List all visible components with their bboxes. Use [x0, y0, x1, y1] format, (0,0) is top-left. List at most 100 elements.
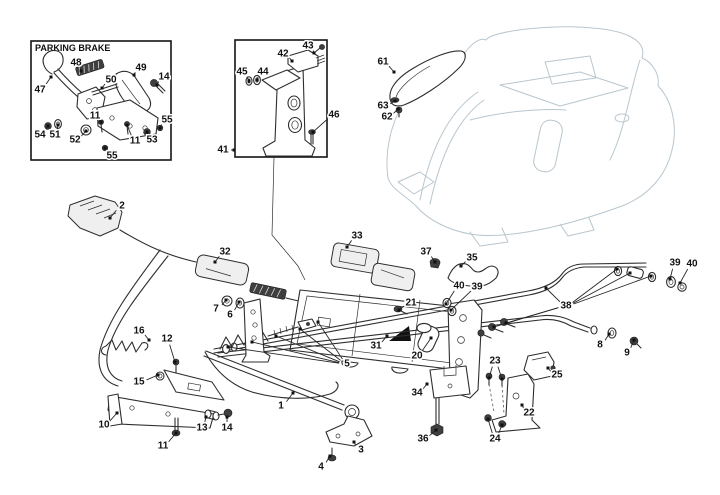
svg-text:55: 55	[106, 151, 118, 162]
part-label-20: 20	[410, 336, 433, 363]
svg-text:24: 24	[489, 434, 501, 445]
part-label-44: 44	[255, 65, 270, 82]
part-label-8: 8	[596, 332, 611, 352]
svg-text:37: 37	[420, 247, 432, 258]
part-label-21: 21	[397, 296, 418, 312]
svg-text:21: 21	[405, 298, 417, 309]
part-label-14: 14	[155, 70, 171, 87]
rear-body-shell	[386, 26, 675, 247]
part-label-39: 39	[449, 280, 484, 312]
svg-text:2: 2	[119, 201, 125, 212]
part-label-9: 9	[623, 338, 636, 360]
part-label-63: 63	[376, 99, 397, 113]
svg-text:11: 11	[130, 136, 141, 147]
part-bracket-3	[325, 415, 373, 447]
svg-text:55: 55	[161, 115, 173, 126]
part-pedal-2	[67, 195, 197, 387]
part-label-51: 51	[48, 123, 62, 142]
svg-text:32: 32	[219, 247, 231, 258]
part-label-54: 54	[33, 124, 50, 142]
part-plate-15	[155, 369, 225, 401]
part-label-53: 53	[145, 130, 159, 147]
svg-text:11: 11	[90, 111, 101, 122]
part-label-11: 11	[125, 123, 142, 148]
svg-text:9: 9	[624, 348, 630, 359]
part-label-46: 46	[311, 108, 341, 134]
svg-text:63: 63	[377, 101, 389, 112]
part-label-47: 47	[33, 75, 53, 97]
svg-text:12: 12	[161, 334, 173, 345]
svg-text:48: 48	[70, 58, 82, 69]
part-label-52: 52	[68, 129, 88, 147]
part-label-25: 25	[546, 366, 564, 382]
part-label-37: 37	[419, 245, 437, 264]
svg-text:25: 25	[551, 370, 563, 381]
svg-text:46: 46	[328, 110, 340, 121]
svg-text:61: 61	[377, 57, 389, 68]
svg-text:51: 51	[49, 130, 61, 141]
part-label-24: 24	[486, 417, 504, 446]
svg-text:33: 33	[351, 231, 363, 242]
part-label-61: 61	[376, 55, 396, 74]
parking-brake-title: PARKING BRAKE	[35, 43, 110, 53]
part-label-3: 3	[352, 440, 366, 457]
svg-text:41: 41	[217, 145, 229, 156]
part-label-36: 36	[416, 428, 438, 446]
part-label-33: 33	[345, 229, 364, 249]
svg-text:14: 14	[221, 423, 233, 434]
svg-text:44: 44	[257, 67, 269, 78]
part-bracket-22	[488, 373, 541, 433]
svg-text:43: 43	[302, 41, 314, 52]
svg-text:14: 14	[158, 72, 170, 83]
part-spacer-13-bolt-14	[204, 408, 233, 421]
svg-text:39: 39	[471, 282, 483, 293]
part-bracket-10	[107, 393, 215, 429]
part-spring-16	[100, 339, 149, 356]
svg-text:15: 15	[133, 377, 145, 388]
svg-text:50: 50	[105, 75, 117, 86]
svg-text:38: 38	[560, 301, 572, 312]
svg-text:35: 35	[466, 253, 478, 264]
part-label-38: 38	[492, 267, 653, 329]
svg-text:53: 53	[146, 135, 158, 146]
part-label-32: 32	[213, 245, 232, 264]
svg-text:5: 5	[344, 359, 350, 370]
part-label-2: 2	[108, 199, 127, 220]
part-label-35: 35	[459, 251, 479, 268]
part-block-34	[429, 365, 471, 399]
svg-text:22: 22	[523, 408, 535, 419]
part-label-49: 49	[132, 61, 148, 77]
svg-text:40: 40	[453, 281, 465, 292]
svg-text:6: 6	[227, 310, 233, 321]
part-label-55: 55	[158, 113, 174, 130]
part-spring-group-5	[219, 318, 317, 354]
part-pads-33	[330, 242, 416, 292]
svg-text:47: 47	[34, 85, 46, 96]
part-label-62: 62	[380, 107, 400, 124]
part-clip-35	[447, 263, 499, 288]
part-label-11: 11	[88, 109, 103, 124]
svg-text:11: 11	[158, 441, 169, 452]
inset-parking-brake: PARKING BRAKE	[30, 40, 172, 161]
part-label-55: 55	[103, 146, 119, 163]
svg-text:8: 8	[597, 340, 603, 351]
part-washers-6-7	[221, 295, 245, 309]
part-label-39: 39	[668, 256, 682, 281]
part-label-6: 6	[226, 300, 241, 322]
svg-text:40: 40	[686, 259, 698, 270]
svg-text:45: 45	[236, 67, 248, 78]
part-rod-1	[203, 350, 360, 420]
part-label-50: 50	[100, 73, 118, 90]
part-label-31: 31	[369, 334, 389, 353]
part-label-5: 5	[226, 320, 352, 371]
svg-text:54: 54	[34, 130, 46, 141]
svg-text:39: 39	[669, 258, 681, 269]
part-label-4: 4	[317, 454, 332, 474]
part-label-34: 34	[410, 382, 429, 400]
svg-text:10: 10	[98, 420, 110, 431]
part-label-11: 11	[156, 431, 178, 453]
part-label-42: 42	[276, 47, 294, 63]
svg-text:23: 23	[489, 356, 501, 367]
